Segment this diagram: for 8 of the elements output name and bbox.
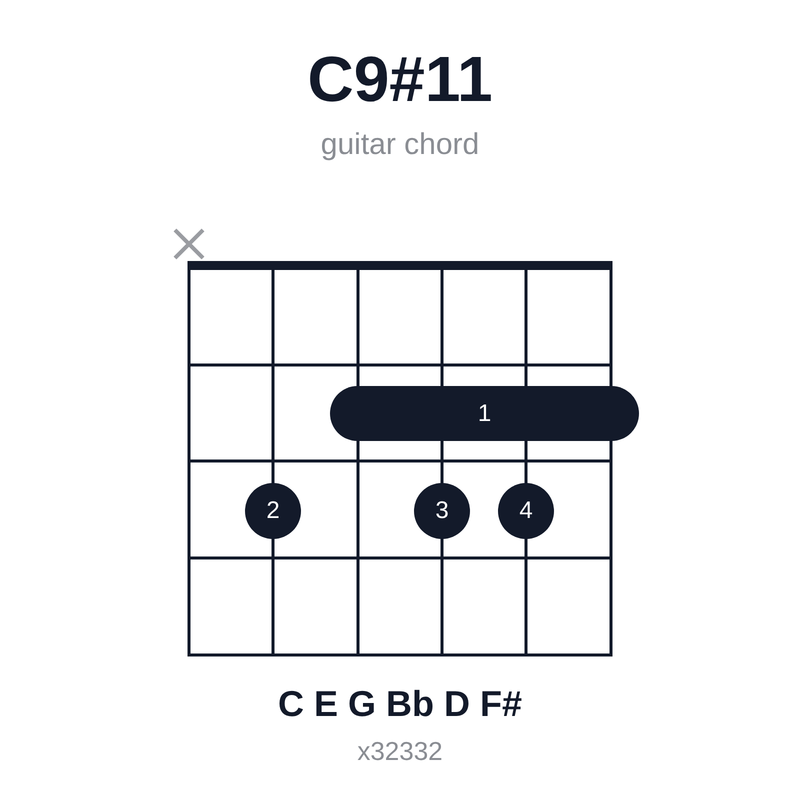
chord-title: C9#11 [306,42,494,116]
finger-dot: 2 [245,483,301,539]
fingering-code: x32332 [357,736,443,767]
barre-marker: 1 [330,386,639,441]
note-names: C E G Bb D F# [278,683,522,725]
finger-dot: 3 [414,483,470,539]
finger-dot: 4 [498,483,554,539]
chord-subtitle: guitar chord [320,128,480,162]
